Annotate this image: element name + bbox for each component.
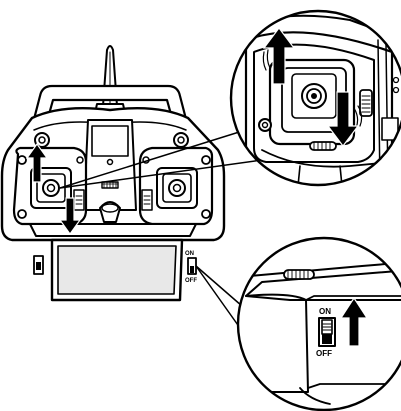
- zoom-on-label: ON: [319, 307, 331, 316]
- lcd-screen: [50, 238, 184, 302]
- zoom-arrow-up-icon: [339, 296, 369, 347]
- body-on-label: ON: [185, 251, 194, 257]
- arrow-down-icon: [58, 197, 82, 236]
- center-console: [83, 119, 137, 223]
- transmitter: [0, 45, 226, 302]
- zoom-left-stick: [229, 9, 401, 187]
- zoom-off-label: OFF: [316, 349, 332, 358]
- carry-handle: [24, 84, 196, 152]
- zoom-power-switch: [236, 236, 401, 411]
- callout-lines: [59, 127, 263, 329]
- zoom-arrow-down-icon: [326, 91, 360, 147]
- right-stick-housing: [138, 146, 214, 226]
- left-stick-arrows: [25, 142, 82, 236]
- body-off-label: OFF: [185, 278, 197, 284]
- arrow-up-icon: [25, 142, 49, 183]
- antenna: [94, 45, 126, 114]
- zoom-arrow-up-icon: [262, 27, 296, 85]
